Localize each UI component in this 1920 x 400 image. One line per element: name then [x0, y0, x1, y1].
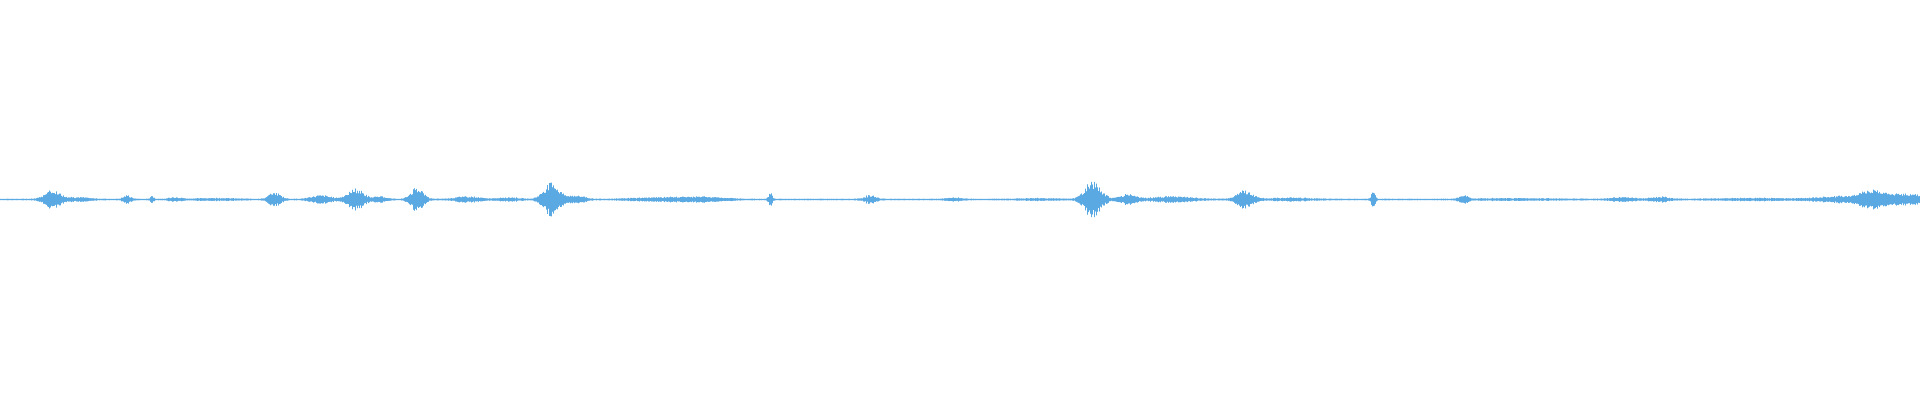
- waveform-signal: [0, 181, 1920, 218]
